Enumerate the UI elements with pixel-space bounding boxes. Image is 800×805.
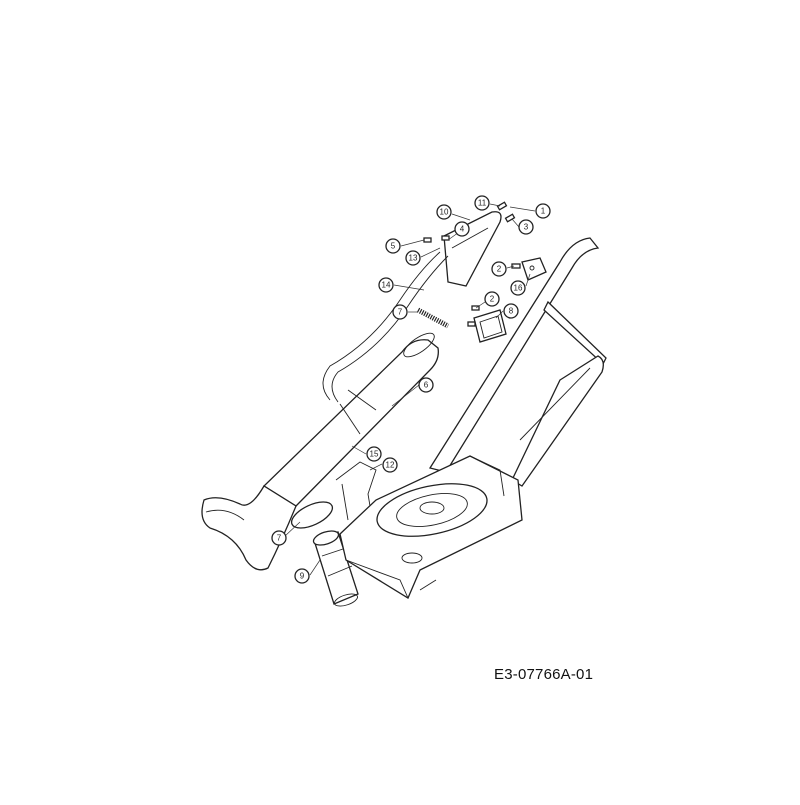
callouts: 1 3 11 10 4 5 13 2 16 14 2 8 7 6 15 12 7… — [271, 195, 551, 584]
callout-16: 16 — [510, 280, 526, 296]
callout-7-upper: 7 — [392, 304, 408, 320]
svg-text:4: 4 — [460, 225, 465, 234]
svg-text:7: 7 — [277, 534, 282, 543]
callout-12: 12 — [382, 457, 398, 473]
svg-text:7: 7 — [398, 308, 403, 317]
svg-text:9: 9 — [300, 572, 305, 581]
callout-14: 14 — [378, 277, 394, 293]
callout-2-lower: 2 — [484, 291, 500, 307]
adapter-tube — [312, 530, 359, 607]
screws — [423, 201, 521, 327]
callout-7-lower: 7 — [271, 530, 287, 546]
elbow-nozzle — [201, 485, 297, 571]
leader-lines — [284, 203, 536, 576]
svg-text:13: 13 — [409, 254, 418, 263]
clamp-ring — [290, 501, 334, 529]
callout-10: 10 — [436, 204, 452, 220]
callout-3: 3 — [518, 219, 534, 235]
svg-text:14: 14 — [382, 281, 391, 290]
spring-upper — [416, 307, 450, 329]
svg-text:8: 8 — [509, 307, 514, 316]
mower-deck — [339, 455, 523, 599]
svg-text:6: 6 — [424, 381, 429, 390]
tube-cover — [443, 211, 502, 287]
suction-tube — [262, 332, 439, 507]
control-bracket — [473, 309, 507, 343]
callout-5: 5 — [385, 238, 401, 254]
callout-11: 11 — [474, 195, 490, 211]
svg-text:5: 5 — [391, 242, 396, 251]
handle-bar — [428, 237, 607, 487]
svg-text:2: 2 — [497, 265, 502, 274]
callout-13: 13 — [405, 250, 421, 266]
svg-text:16: 16 — [514, 284, 523, 293]
svg-text:2: 2 — [490, 295, 495, 304]
reference-code: E3-07766A-01 — [494, 666, 594, 683]
handle-bracket — [521, 257, 547, 281]
callout-6: 6 — [418, 377, 434, 393]
callout-4: 4 — [454, 221, 470, 237]
svg-text:12: 12 — [386, 461, 395, 470]
svg-text:3: 3 — [524, 223, 529, 232]
flex-hose — [322, 251, 449, 403]
svg-text:10: 10 — [440, 208, 449, 217]
callout-2-upper: 2 — [491, 261, 507, 277]
callout-15: 15 — [366, 446, 382, 462]
callout-1: 1 — [535, 203, 551, 219]
callout-8: 8 — [503, 303, 519, 319]
svg-text:11: 11 — [478, 199, 487, 208]
svg-text:1: 1 — [541, 207, 546, 216]
callout-9: 9 — [294, 568, 310, 584]
svg-text:15: 15 — [370, 450, 379, 459]
